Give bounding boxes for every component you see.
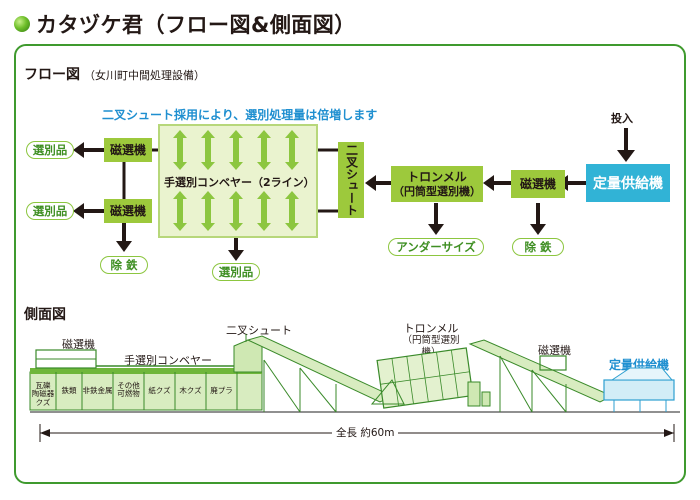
bin-label: 瓦礫陶磁器クズ [30,381,56,407]
bin-label: 非鉄金属 [82,386,113,395]
arrow-undersize [428,224,444,235]
bin-label-line: 陶磁器クズ [31,389,55,407]
trommel-sublabel: （円筒型選別機） [393,184,481,198]
bin-label: その他可燃物 [113,381,144,399]
sorted-output-top: 選別品 [26,141,74,159]
sorting-double-arrow-icon [285,191,299,231]
iron-output-right: 除 鉄 [512,238,564,256]
bin-dividers [55,372,238,410]
title-bullet-icon [14,16,30,32]
arrow-sorted-top [73,142,84,158]
page-title: カタヅケ君（フロー図&側面図） [36,13,356,37]
sorting-double-arrow-icon [173,130,187,170]
magnet-box-left-bottom: 磁選機 [104,199,152,223]
bin-label-line: 非鉄金属 [82,386,113,395]
flow-note: 二叉シュート採用により、選別処理量は倍増します [102,108,378,122]
bin-label-line: 紙クズ [148,386,171,395]
sorting-double-arrow-icon [201,191,215,231]
sorting-double-arrow-icon [257,191,271,231]
conveyor-label: 手選別コンベヤー（2ライン） [164,176,315,189]
page-title-bar: カタヅケ君（フロー図&側面図） [14,8,356,40]
sorting-double-arrow-icon [285,130,299,170]
bin-labels: 瓦礫陶磁器クズ鉄類非鉄金属その他可燃物紙クズ木クズ廃プラ [30,378,262,408]
flow-title: フロー図 [24,67,80,83]
side-magnet-right [539,355,567,371]
arrow-iron-right [530,224,546,235]
side-inclined-conveyor-2 [468,339,614,403]
sorting-arrows [173,130,299,231]
undersize-output: アンダーサイズ [388,238,484,256]
bin-label: 紙クズ [144,386,175,395]
content-frame [14,44,686,484]
side-feeder [603,379,675,401]
bin-label: 廃プラ [206,386,237,395]
iron-output-left: 除 鉄 [100,256,148,274]
sorting-double-arrow-icon [173,191,187,231]
bin-label-line: 木クズ [179,386,202,395]
arrow-sorted-bottom [228,250,244,261]
bin-label-line: 瓦礫 [35,381,51,390]
side-trommel-line2: （円筒型選別機） [402,335,460,358]
magnet-box-left-top: 磁選機 [104,138,152,162]
sorted-output-bottom: 選別品 [212,263,260,281]
bin-label-line: 廃プラ [210,386,233,395]
sorting-building [29,371,263,411]
side-chute-label: 二叉シュート [226,324,292,337]
side-heading: 側面図 [24,307,66,323]
input-arrow-head [617,150,635,162]
side-magnet-right-label: 磁選機 [538,344,571,357]
sorting-double-arrow-icon [201,130,215,170]
side-trommel-line1: トロンメル [403,322,459,335]
flow-heading: フロー図 （女川町中間処理設備） [24,64,205,84]
magnet-box-right: 磁選機 [511,170,565,198]
input-label: 投入 [611,112,633,125]
sorted-output-mid: 選別品 [26,202,74,220]
sorting-double-arrow-icon [229,130,243,170]
flow-subtitle: （女川町中間処理設備） [84,69,205,82]
total-length-label: 全長 約60m [332,425,399,440]
bin-label-line: 可燃物 [117,389,140,399]
trommel-box: トロンメル （円筒型選別機） [391,166,483,202]
bin-label: 木クズ [175,386,206,395]
feeder-box: 定量供給機 [586,164,670,202]
side-magnet-left-label: 磁選機 [62,338,95,351]
side-trommel-label: トロンメル （円筒型選別機） [396,322,466,358]
bin-label-line: その他 [117,381,140,390]
arrow-iron-left [116,241,132,252]
bin-label-line: 鉄類 [61,386,77,395]
chute-box: 二叉シュート [338,142,364,218]
trommel-label: トロンメル [407,169,467,184]
sorting-double-arrow-icon [229,191,243,231]
sorting-double-arrow-icon [257,130,271,170]
side-conveyor-label: 手選別コンベヤー [124,354,212,367]
arrow-sorted-mid [73,203,84,219]
bin-label: 鉄類 [56,386,82,395]
